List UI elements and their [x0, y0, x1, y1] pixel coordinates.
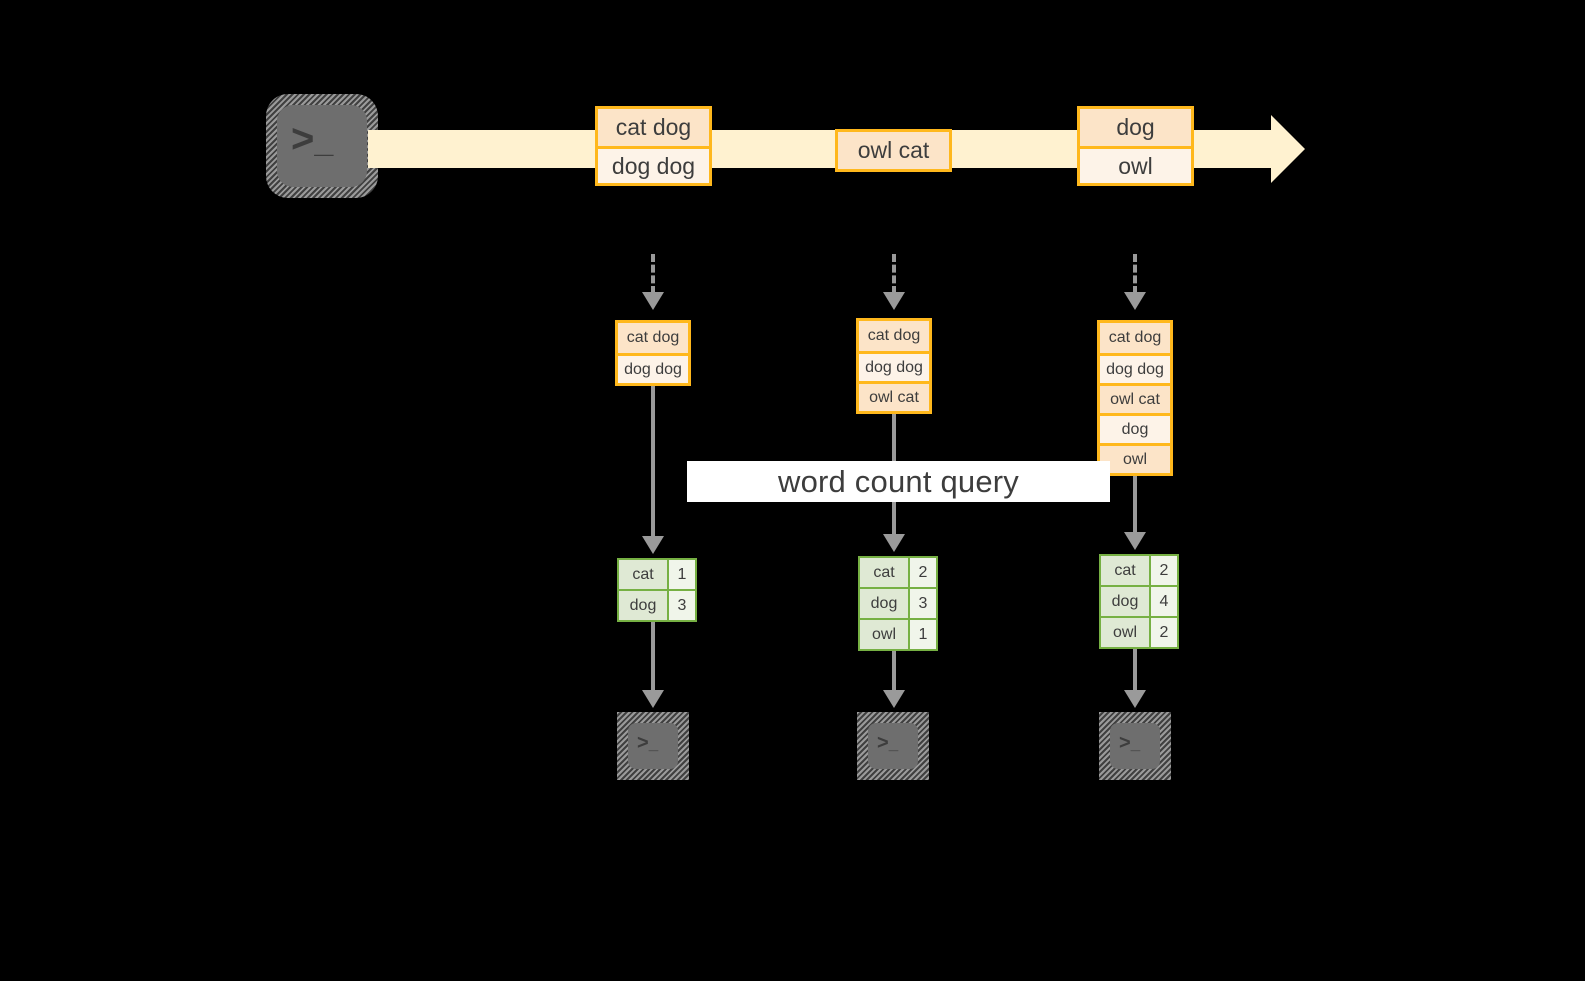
result-count: 2	[910, 558, 936, 587]
result-count: 1	[910, 620, 936, 649]
query-label-band: word count query	[687, 461, 1110, 502]
table-row: cat 2	[860, 558, 936, 587]
snapshot-2-output-arrowhead	[883, 690, 905, 708]
terminal-prompt-glyph: >_	[637, 732, 659, 754]
result-word: cat	[860, 558, 908, 587]
input-line: cat dog	[859, 321, 929, 351]
stream-record-line: dog	[1080, 109, 1191, 146]
result-word: cat	[619, 560, 667, 589]
snapshot-3-consumer-terminal-icon: >_	[1099, 712, 1171, 780]
terminal-prompt-glyph: >_	[877, 732, 899, 754]
snapshot-3-tap-arrowhead	[1124, 292, 1146, 310]
snapshot-3-output-arrowhead	[1124, 690, 1146, 708]
snapshot-2-tap-line	[892, 254, 896, 294]
snapshot-2-output-line	[892, 651, 896, 690]
input-line: owl cat	[859, 381, 929, 411]
snapshot-1-tap-line	[651, 254, 655, 294]
table-row: cat 2	[1101, 556, 1177, 585]
prompt-chevron: >	[291, 117, 315, 161]
input-line: owl	[1100, 443, 1170, 473]
table-row: owl 1	[860, 620, 936, 649]
stream-record-2: owl cat	[835, 129, 952, 172]
result-word: owl	[1101, 618, 1149, 647]
snapshot-3-result-table: cat 2 dog 4 owl 2	[1099, 554, 1179, 649]
snapshot-3-query-line	[1133, 476, 1137, 532]
result-word: dog	[1101, 587, 1149, 616]
prompt-cursor: _	[888, 734, 899, 753]
stream-record-line: owl	[1080, 146, 1191, 183]
snapshot-1-query-arrowhead	[642, 536, 664, 554]
snapshot-3-query-arrowhead	[1124, 532, 1146, 550]
snapshot-1-output-arrowhead	[642, 690, 664, 708]
result-word: dog	[860, 589, 908, 618]
stream-record-3: dog owl	[1077, 106, 1194, 186]
result-count: 4	[1151, 587, 1177, 616]
snapshot-1-output-line	[651, 622, 655, 690]
prompt-chevron: >	[637, 732, 649, 754]
terminal-prompt-glyph: >_	[291, 117, 333, 161]
input-line: cat dog	[1100, 323, 1170, 353]
table-row: cat 1	[619, 560, 695, 589]
table-row: dog 4	[1101, 587, 1177, 616]
result-count: 2	[1151, 618, 1177, 647]
stream-record-line: owl cat	[838, 132, 949, 169]
result-word: cat	[1101, 556, 1149, 585]
snapshot-1-input-table: cat dog dog dog	[615, 320, 691, 386]
snapshot-2-tap-arrowhead	[883, 292, 905, 310]
snapshot-2-input-table: cat dog dog dog owl cat	[856, 318, 932, 414]
snapshot-1-tap-arrowhead	[642, 292, 664, 310]
query-label: word count query	[778, 463, 1019, 499]
snapshot-1-query-line	[651, 386, 655, 536]
prompt-cursor: _	[1130, 734, 1141, 753]
result-count: 3	[669, 591, 695, 620]
result-count: 3	[910, 589, 936, 618]
input-line: dog dog	[618, 353, 688, 383]
stream-arrowhead	[1271, 115, 1305, 183]
result-word: owl	[860, 620, 908, 649]
prompt-cursor: _	[314, 122, 333, 160]
table-row: dog 3	[619, 591, 695, 620]
snapshot-2-consumer-terminal-icon: >_	[857, 712, 929, 780]
snapshot-2-result-table: cat 2 dog 3 owl 1	[858, 556, 938, 651]
snapshot-3-tap-line	[1133, 254, 1137, 294]
input-line: dog	[1100, 413, 1170, 443]
terminal-prompt-glyph: >_	[1119, 732, 1141, 754]
snapshot-1-result-table: cat 1 dog 3	[617, 558, 697, 622]
prompt-chevron: >	[877, 732, 889, 754]
snapshot-1-consumer-terminal-icon: >_	[617, 712, 689, 780]
snapshot-3-input-table: cat dog dog dog owl cat dog owl	[1097, 320, 1173, 476]
result-word: dog	[619, 591, 667, 620]
stream-record-line: dog dog	[598, 146, 709, 183]
input-line: owl cat	[1100, 383, 1170, 413]
prompt-chevron: >	[1119, 732, 1131, 754]
input-line: dog dog	[1100, 353, 1170, 383]
input-line: dog dog	[859, 351, 929, 381]
stream-record-1: cat dog dog dog	[595, 106, 712, 186]
table-row: owl 2	[1101, 618, 1177, 647]
snapshot-2-query-arrowhead	[883, 534, 905, 552]
producer-terminal-icon: >_	[266, 94, 378, 198]
input-line: cat dog	[618, 323, 688, 353]
snapshot-3-output-line	[1133, 649, 1137, 690]
table-row: dog 3	[860, 589, 936, 618]
result-count: 1	[669, 560, 695, 589]
prompt-cursor: _	[648, 734, 659, 753]
stream-record-line: cat dog	[598, 109, 709, 146]
result-count: 2	[1151, 556, 1177, 585]
